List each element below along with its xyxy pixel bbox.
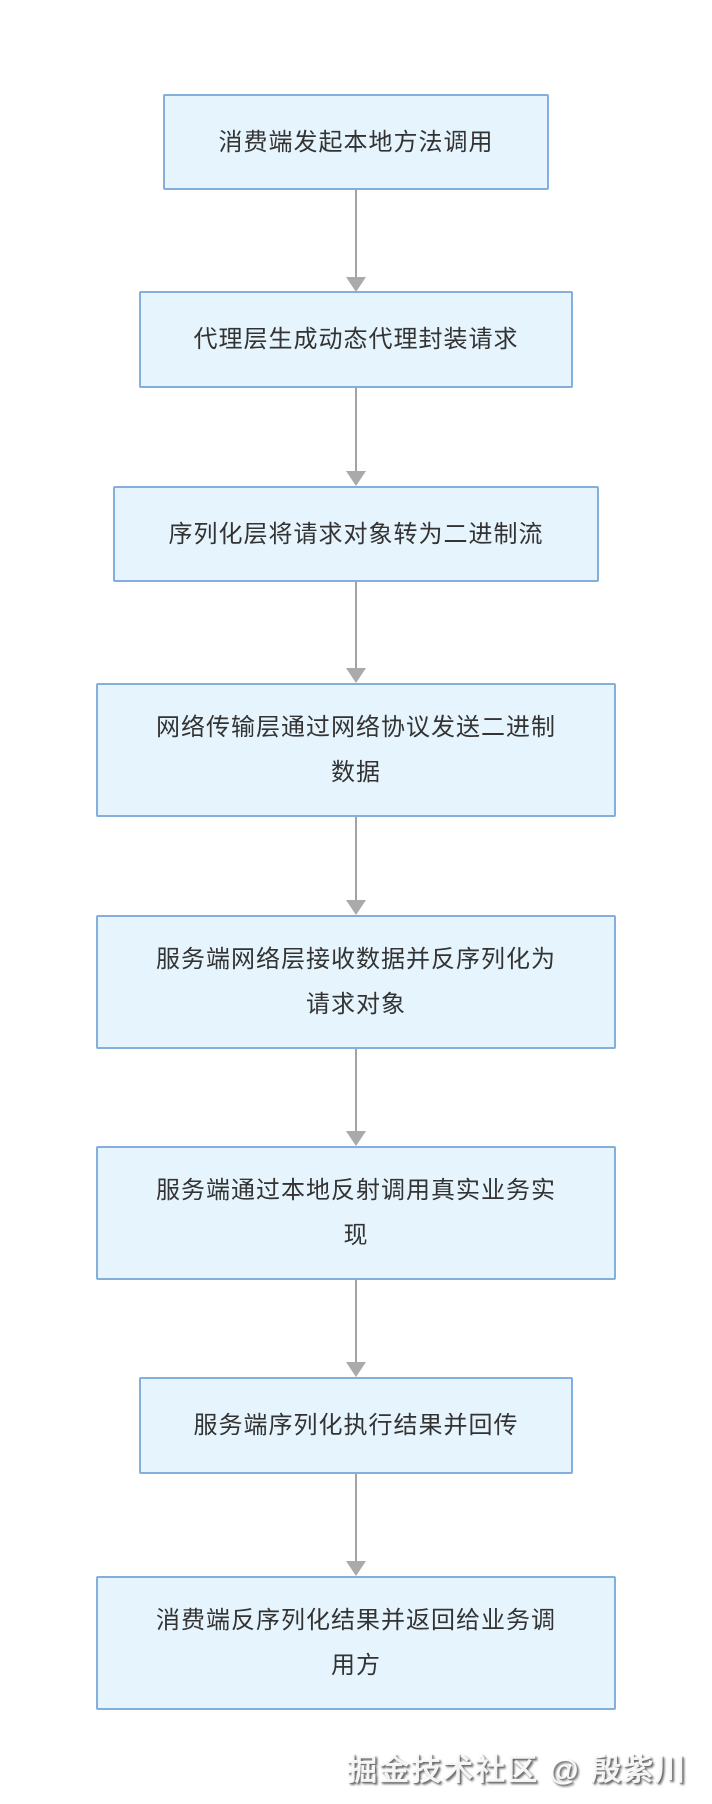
flow-node-label: 服务端序列化执行结果并回传	[193, 1412, 519, 1439]
flow-node-label: 代理层生成动态代理封装请求	[193, 326, 519, 353]
arrow-line	[355, 1049, 357, 1131]
arrow-line	[355, 388, 357, 471]
flow-node-consumer-deserialize-result: 消费端反序列化结果并返回给业务调 用方	[96, 1576, 616, 1710]
flow-node-server-receive-deserialize: 服务端网络层接收数据并反序列化为 请求对象	[96, 915, 616, 1049]
arrow-head-icon	[346, 1131, 366, 1146]
flow-arrow	[346, 1474, 366, 1576]
arrow-line	[355, 817, 357, 900]
arrow-head-icon	[346, 900, 366, 915]
flow-arrow	[346, 582, 366, 683]
flow-node-label: 服务端通过本地反射调用真实业务实 现	[156, 1177, 556, 1249]
arrow-head-icon	[346, 1362, 366, 1377]
flow-node-server-serialize-result: 服务端序列化执行结果并回传	[139, 1377, 573, 1474]
flow-node-serialize-request: 序列化层将请求对象转为二进制流	[113, 486, 599, 582]
arrow-head-icon	[346, 1561, 366, 1576]
arrow-line	[355, 190, 357, 277]
arrow-line	[355, 582, 357, 668]
flow-node-proxy-wrap: 代理层生成动态代理封装请求	[139, 291, 573, 388]
flow-arrow	[346, 1280, 366, 1377]
arrow-head-icon	[346, 277, 366, 292]
flow-node-label: 消费端反序列化结果并返回给业务调 用方	[156, 1607, 556, 1679]
flow-arrow	[346, 190, 366, 292]
watermark: 掘金技术社区 @ 殷紫川	[347, 1754, 687, 1787]
flow-node-label: 序列化层将请求对象转为二进制流	[168, 520, 544, 548]
flow-arrow	[346, 1049, 366, 1146]
flow-arrow	[346, 817, 366, 915]
flow-node-network-send: 网络传输层通过网络协议发送二进制 数据	[96, 683, 616, 817]
arrow-head-icon	[346, 668, 366, 683]
flow-arrow	[346, 388, 366, 486]
flow-node-server-reflect-invoke: 服务端通过本地反射调用真实业务实 现	[96, 1146, 616, 1280]
arrow-line	[355, 1280, 357, 1362]
flow-node-label: 消费端发起本地方法调用	[218, 128, 494, 156]
flow-node-consumer-invoke: 消费端发起本地方法调用	[163, 94, 549, 190]
flow-node-label: 网络传输层通过网络协议发送二进制 数据	[156, 714, 556, 786]
flow-node-label: 服务端网络层接收数据并反序列化为 请求对象	[156, 946, 556, 1018]
arrow-head-icon	[346, 471, 366, 486]
arrow-line	[355, 1474, 357, 1561]
